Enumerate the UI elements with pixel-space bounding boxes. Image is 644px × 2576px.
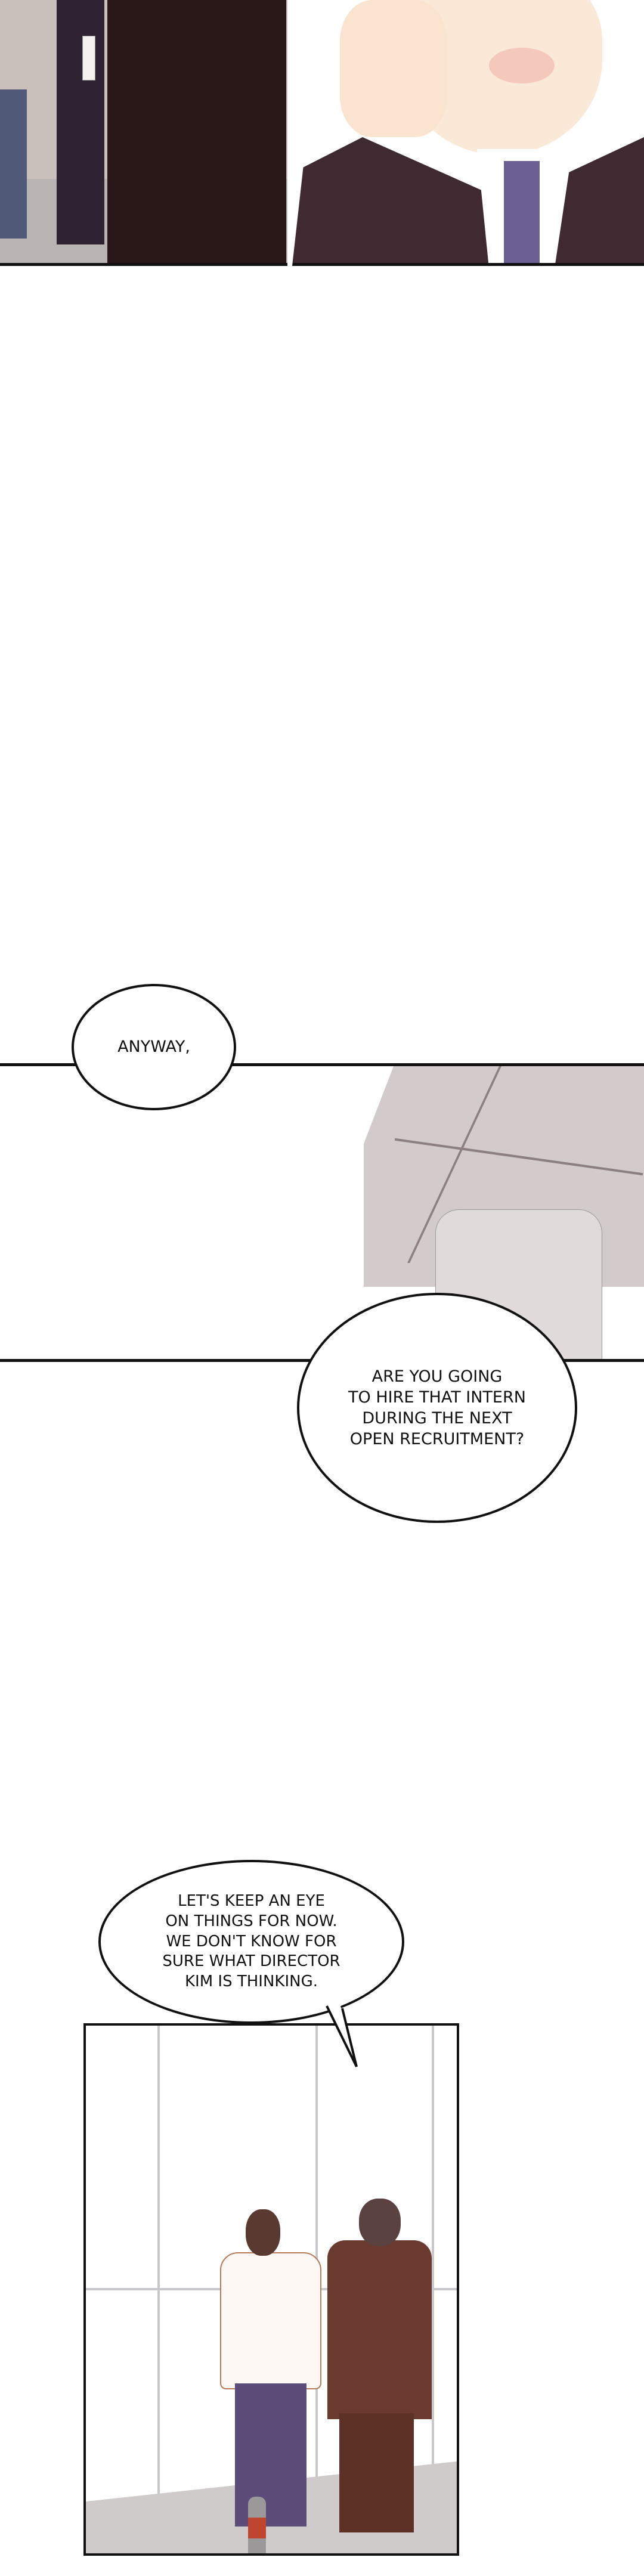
- speech-bubble-keep-eye: LET'S KEEP AN EYE ON THINGS FOR NOW. WE …: [98, 1860, 404, 2024]
- man-brown-suit: [327, 2240, 432, 2419]
- panel-two-men: [83, 2023, 459, 2556]
- speech-bubble-tail: [325, 2004, 358, 2067]
- man-white-shirt-trousers: [235, 2383, 306, 2527]
- tie: [504, 161, 540, 263]
- person-skirt: [0, 89, 27, 239]
- window-frame: [157, 2026, 160, 2553]
- panel-ceiling: [0, 1066, 644, 1360]
- man-brown-suit-head: [359, 2199, 401, 2246]
- man-brown-suit-trousers: [339, 2413, 414, 2532]
- blush: [489, 48, 555, 83]
- speech-bubble-hire-question: ARE YOU GOING TO HIRE THAT INTERN DURING…: [297, 1293, 577, 1523]
- speech-bubble-anyway: ANYWAY,: [72, 984, 236, 1110]
- panel-border: [0, 1063, 644, 1066]
- bollard-stripe: [248, 2518, 266, 2538]
- person-suit-background: [57, 0, 104, 244]
- person-trousers-foreground: [107, 0, 286, 263]
- bubble-text: ANYWAY,: [117, 1038, 190, 1057]
- hand: [340, 0, 447, 137]
- bubble-text: ARE YOU GOING TO HIRE THAT INTERN DURING…: [348, 1367, 526, 1449]
- panel-blushing-man: [292, 0, 644, 266]
- jacket: [292, 137, 644, 263]
- man-white-shirt-head: [246, 2209, 280, 2256]
- id-badge: [82, 36, 95, 80]
- bubble-text: LET'S KEEP AN EYE ON THINGS FOR NOW. WE …: [162, 1892, 340, 1991]
- man-white-shirt: [220, 2252, 321, 2389]
- panel-office-legs: [0, 0, 287, 266]
